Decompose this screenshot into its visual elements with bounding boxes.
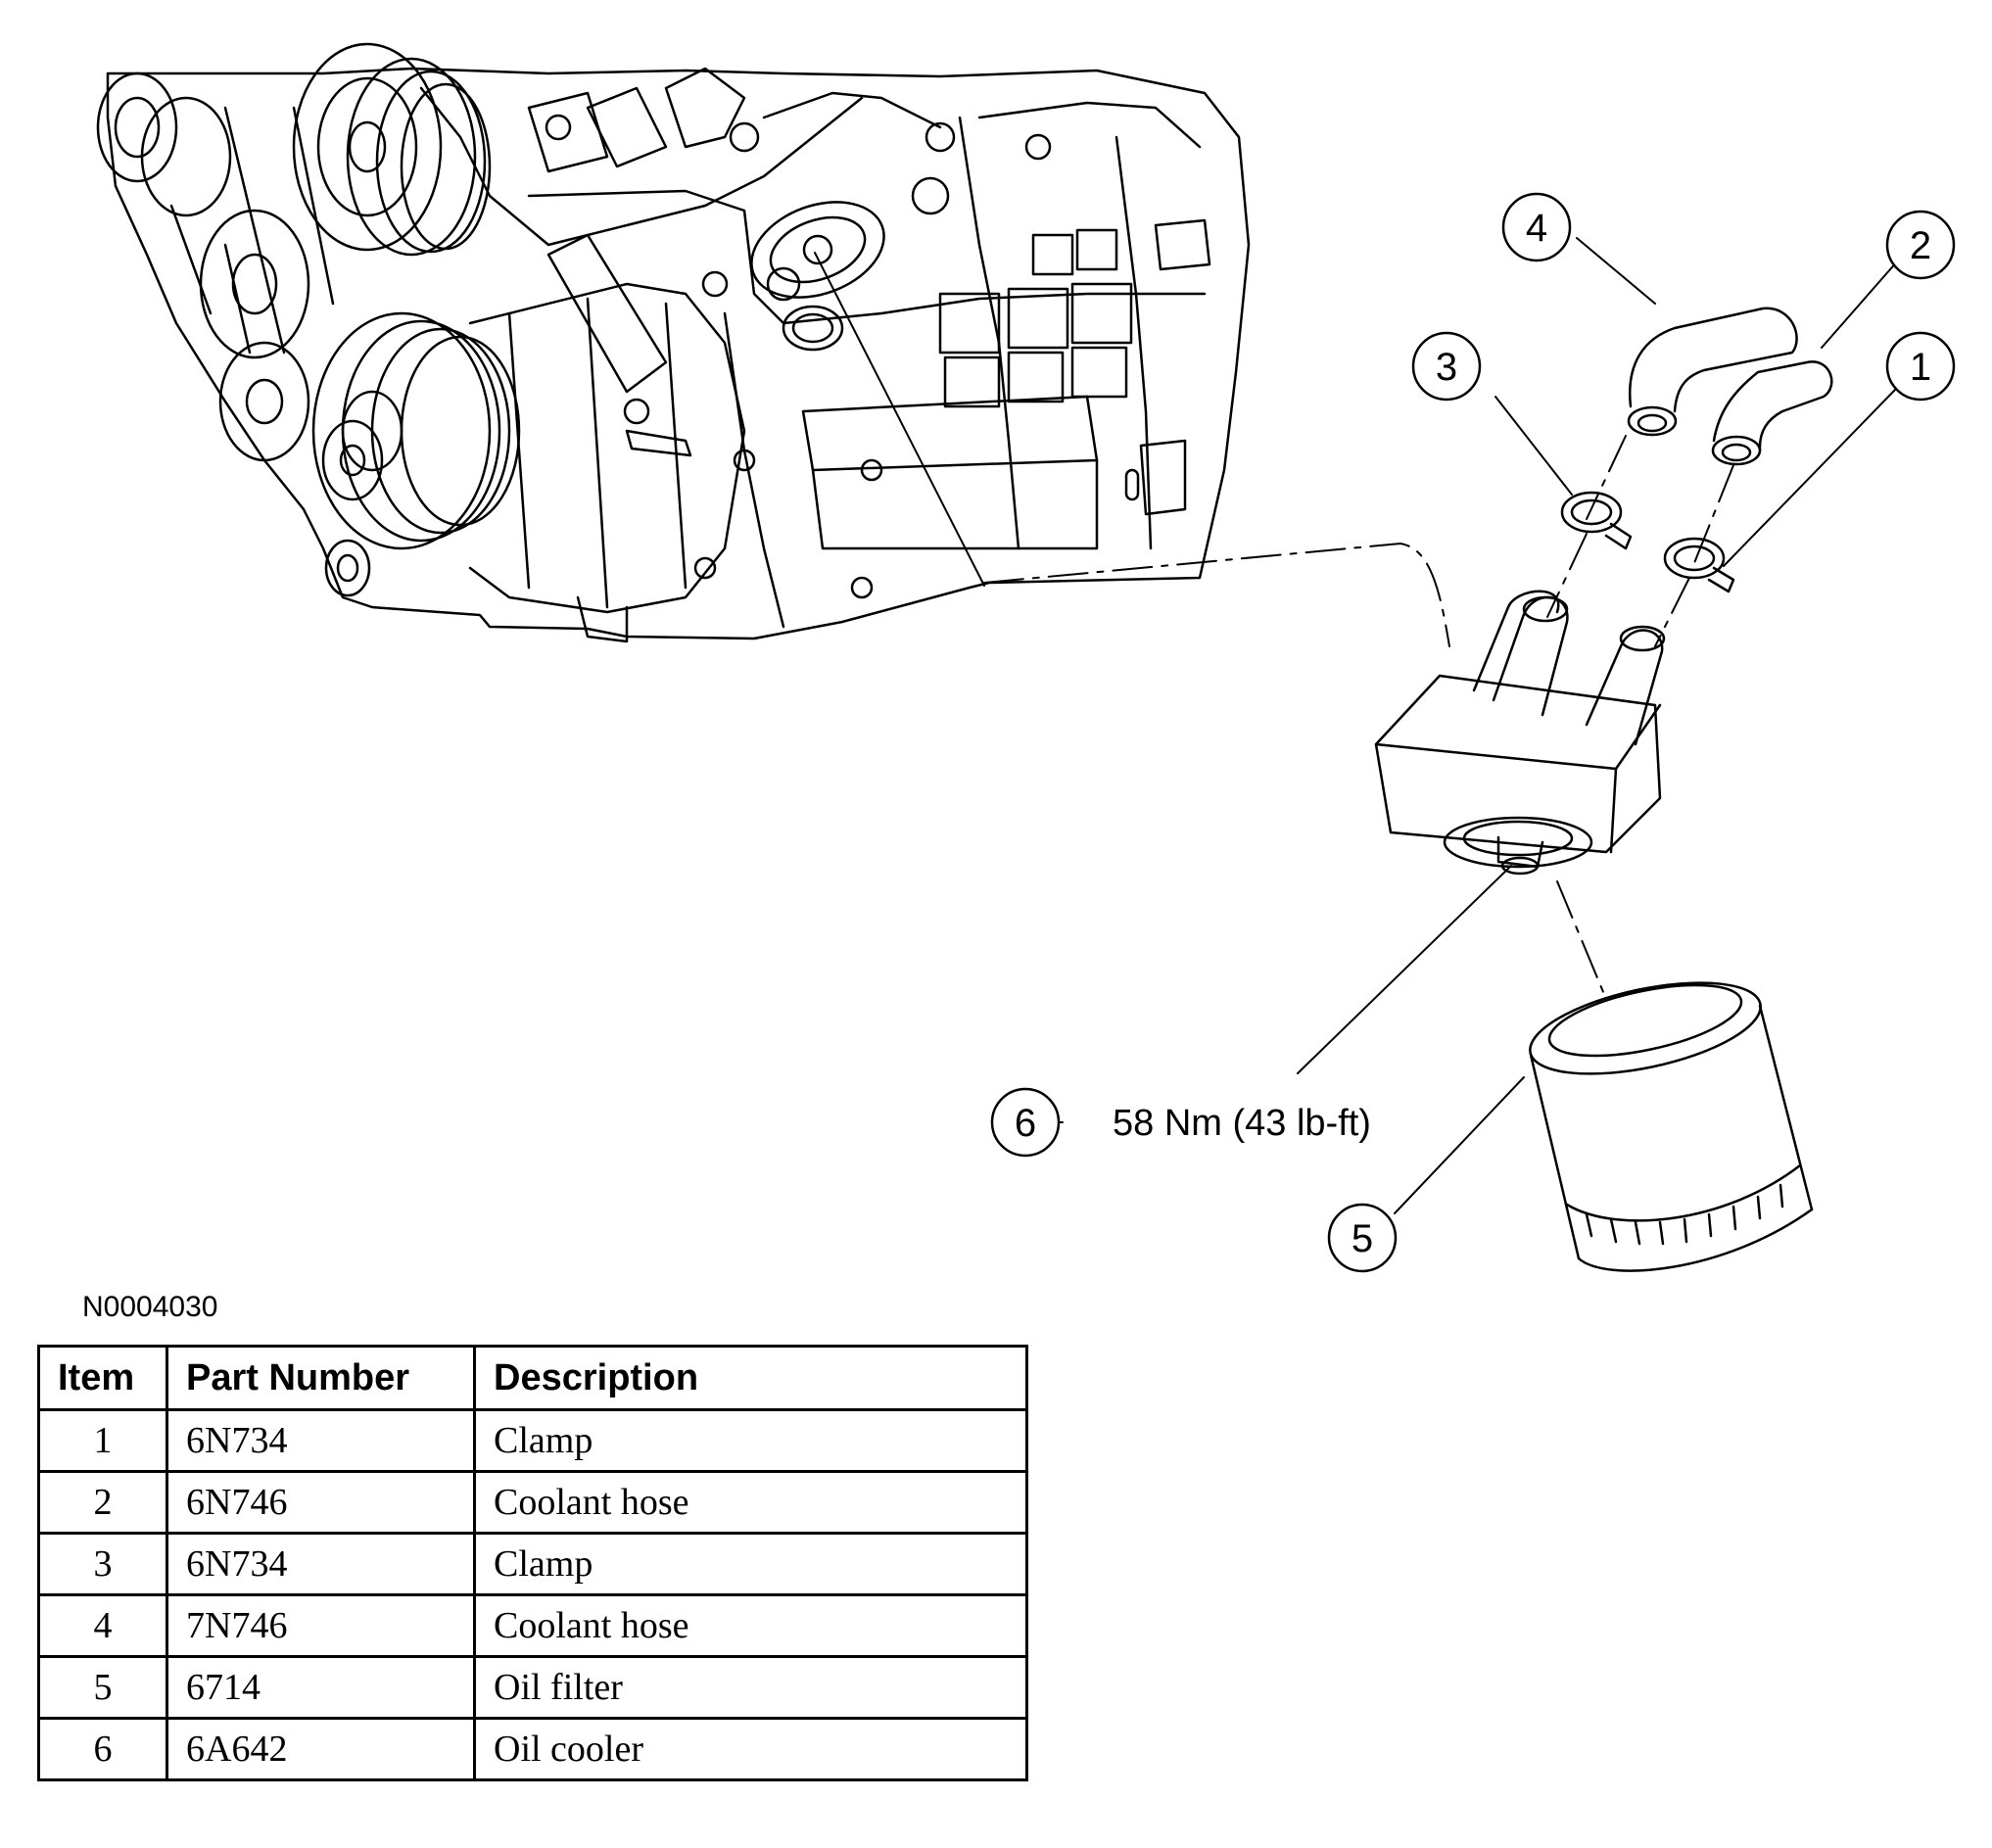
part-number-cell: 6A642 — [166, 1717, 476, 1781]
oil-cooler-illustration — [1374, 590, 1666, 876]
clamp-1-illustration — [1663, 537, 1735, 593]
callout-3: 3 — [1411, 331, 1482, 402]
callout-5: 5 — [1327, 1203, 1398, 1273]
part-number-cell: 7N746 — [166, 1593, 476, 1658]
table-row: 6 6A642 Oil cooler — [37, 1717, 1028, 1781]
part-number-cell: 6714 — [166, 1655, 476, 1720]
column-header-item: Item — [37, 1345, 168, 1411]
description-cell: Coolant hose — [473, 1593, 1028, 1658]
ac-compressor — [468, 233, 746, 643]
parts-table: Item Part Number Description 1 6N734 Cla… — [37, 1345, 1028, 1781]
callout-circle — [1885, 210, 1956, 280]
item-cell: 6 — [37, 1717, 168, 1781]
accessory-pulleys — [96, 42, 521, 597]
description-cell: Oil filter — [473, 1655, 1028, 1720]
column-header-description: Description — [473, 1345, 1028, 1411]
item-cell: 5 — [37, 1655, 168, 1720]
coolant-hose-2-illustration — [1711, 360, 1833, 466]
coolant-hose-4-illustration — [1627, 307, 1798, 437]
callout-1: 1 — [1885, 331, 1956, 402]
table-row: 4 7N746 Coolant hose — [37, 1593, 1028, 1658]
leader-lines — [814, 237, 1906, 1214]
description-cell: Coolant hose — [473, 1470, 1028, 1535]
table-header-row: Item Part Number Description — [37, 1345, 1028, 1411]
exploded-view-diagram: 1 2 3 4 5 6 58 Nm (43 lb-ft) — [96, 42, 1956, 1273]
table-row: 5 6714 Oil filter — [37, 1655, 1028, 1720]
callout-number: 4 — [1526, 207, 1547, 250]
description-cell: Clamp — [473, 1532, 1028, 1596]
callout-4: 4 — [1501, 192, 1572, 262]
clamp-3-illustration — [1560, 491, 1633, 550]
callout-2: 2 — [1885, 210, 1956, 280]
callout-6: 6 58 Nm (43 lb-ft) — [990, 1087, 1371, 1158]
item-cell: 4 — [37, 1593, 168, 1658]
callout-number: 6 — [1015, 1102, 1036, 1145]
item-cell: 1 — [37, 1408, 168, 1473]
engine-block-illustration — [96, 42, 1251, 643]
callout-number: 5 — [1352, 1217, 1373, 1260]
callout-circle — [1501, 192, 1572, 262]
table-row: 1 6N734 Clamp — [37, 1408, 1028, 1473]
table-row: 2 6N746 Coolant hose — [37, 1470, 1028, 1535]
column-header-part-number: Part Number — [166, 1345, 476, 1411]
callout-circle — [1411, 331, 1482, 402]
torque-spec: 58 Nm (43 lb-ft) — [1113, 1103, 1371, 1144]
assembly-centerlines — [983, 435, 1734, 1000]
description-cell: Clamp — [473, 1408, 1028, 1473]
callout-circle — [1885, 331, 1956, 402]
item-cell: 3 — [37, 1532, 168, 1596]
description-cell: Oil cooler — [473, 1717, 1028, 1781]
callout-circle — [990, 1087, 1061, 1158]
callout-circle — [1327, 1203, 1398, 1273]
callout-number: 3 — [1436, 346, 1457, 389]
oil-filter-illustration — [1529, 981, 1814, 1272]
part-number-cell: 6N734 — [166, 1532, 476, 1596]
table-row: 3 6N734 Clamp — [37, 1532, 1028, 1596]
item-cell: 2 — [37, 1470, 168, 1535]
part-number-cell: 6N746 — [166, 1470, 476, 1535]
part-number-cell: 6N734 — [166, 1408, 476, 1473]
callout-number: 1 — [1910, 346, 1931, 389]
figure-id: N0004030 — [82, 1291, 218, 1323]
callout-number: 2 — [1910, 224, 1931, 267]
